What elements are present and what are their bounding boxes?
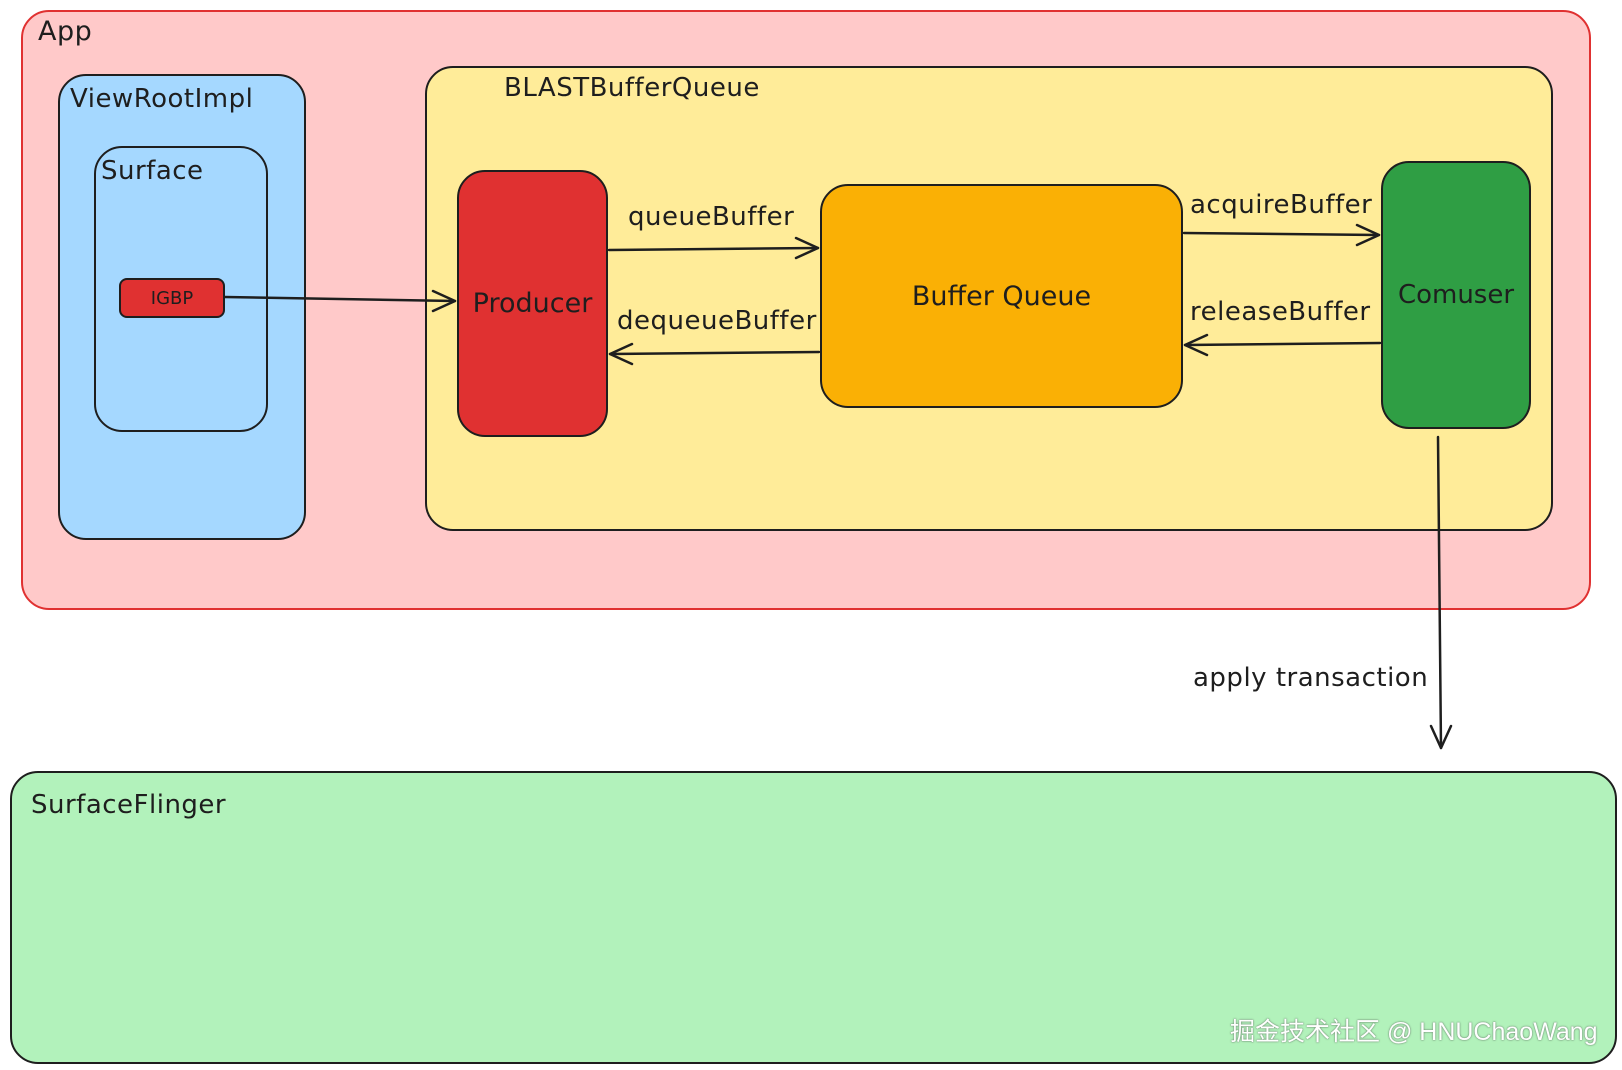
dequeue-buffer-arrow [608,342,821,366]
surface-flinger-box [10,771,1617,1064]
blast-buffer-queue-label: BLASTBufferQueue [504,73,760,103]
release-buffer-arrow [1183,333,1382,357]
consumer-node: Comuser [1381,161,1531,429]
queue-buffer-label: queueBuffer [628,202,795,232]
app-label: App [38,16,93,47]
apply-transaction-label: apply transaction [1193,663,1429,693]
release-buffer-label: releaseBuffer [1190,297,1371,327]
igbp-to-producer-arrow [223,289,457,313]
view-root-impl-label: ViewRootImpl [70,84,254,114]
apply-transaction-arrow [1429,435,1453,750]
igbp-node: IGBP [119,278,225,318]
queue-buffer-arrow [607,236,820,260]
buffer-queue-node: Buffer Queue [820,184,1183,408]
acquire-buffer-arrow [1182,223,1381,247]
surface-flinger-label: SurfaceFlinger [31,790,227,820]
producer-node: Producer [457,170,608,437]
watermark-text: 掘金技术社区 @ HNUChaoWang [1230,1018,1598,1046]
acquire-buffer-label: acquireBuffer [1190,190,1373,220]
surface-label: Surface [101,156,204,186]
dequeue-buffer-label: dequeueBuffer [617,306,817,336]
